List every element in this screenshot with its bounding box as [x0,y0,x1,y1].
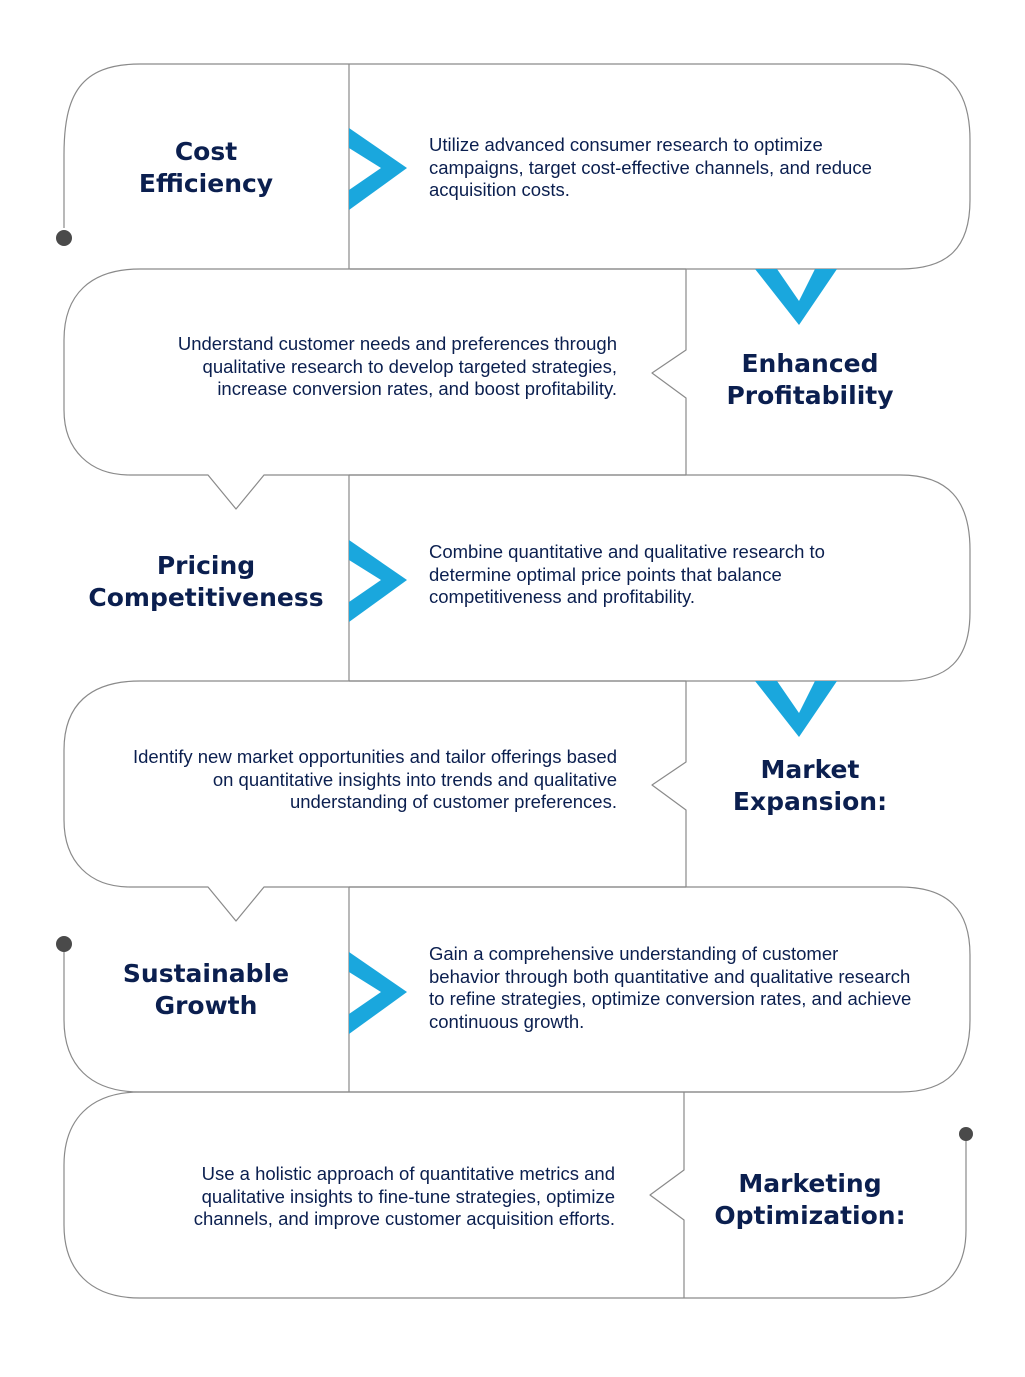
box-6-divider [649,1092,685,1298]
step-2-title-line-1: Enhanced [741,349,879,378]
box-4-divider [651,681,687,887]
step-3-title: Pricing Competitiveness [64,534,348,630]
box-5-outline [63,886,971,1093]
step-3-title-line-1: Pricing [156,551,256,580]
box-2-outline [63,268,686,510]
step-6-description: Use a holistic approach of quantitative … [193,1163,615,1229]
box-6-outline [63,1091,967,1299]
step-1-title-line-1: Cost [174,137,238,166]
chevron-right-icon [349,128,407,210]
step-5-title-line-2: Growth [154,991,258,1020]
flow-outline [63,63,971,1299]
step-1-title: Cost Efficiency [64,120,348,216]
step-4-title-line-2: Expansion: [732,787,888,816]
step-4-title-line-1: Market [760,755,860,784]
flow-end-dot [959,1127,973,1141]
chevron-down-icon [755,681,837,737]
box-1-outline [63,63,971,270]
flow-start-dot [56,230,72,246]
flow-accents [349,128,837,1034]
step-6-title: Marketing Optimization: [686,1152,934,1248]
step-2-description: Understand customer needs and preference… [177,333,617,399]
box-3-outline [349,474,971,682]
step-6-title-line-2: Optimization: [714,1201,906,1230]
step-5-description: Gain a comprehensive understanding of cu… [429,943,912,1032]
box-2-divider [651,269,687,475]
flow-dot [56,936,72,952]
step-5-title-line-1: Sustainable [122,959,290,988]
flow-dots [56,230,973,1141]
step-1-title-line-2: Efficiency [138,169,274,198]
step-2-title: Enhanced Profitability [686,332,934,428]
step-6-title-line-1: Marketing [738,1169,882,1198]
chevron-down-icon [755,269,837,325]
step-2-title-line-2: Profitability [726,381,894,410]
step-4-title: Market Expansion: [686,738,934,834]
step-3-description: Combine quantitative and qualitative res… [429,541,825,607]
box-4-outline [63,680,686,922]
step-5-title: Sustainable Growth [64,942,348,1038]
step-3-title-line-2: Competitiveness [88,583,324,612]
step-1-description: Utilize advanced consumer research to op… [429,134,872,200]
chevron-right-icon [349,952,407,1034]
chevron-right-icon [349,540,407,622]
step-4-description: Identify new market opportunities and ta… [132,746,617,812]
